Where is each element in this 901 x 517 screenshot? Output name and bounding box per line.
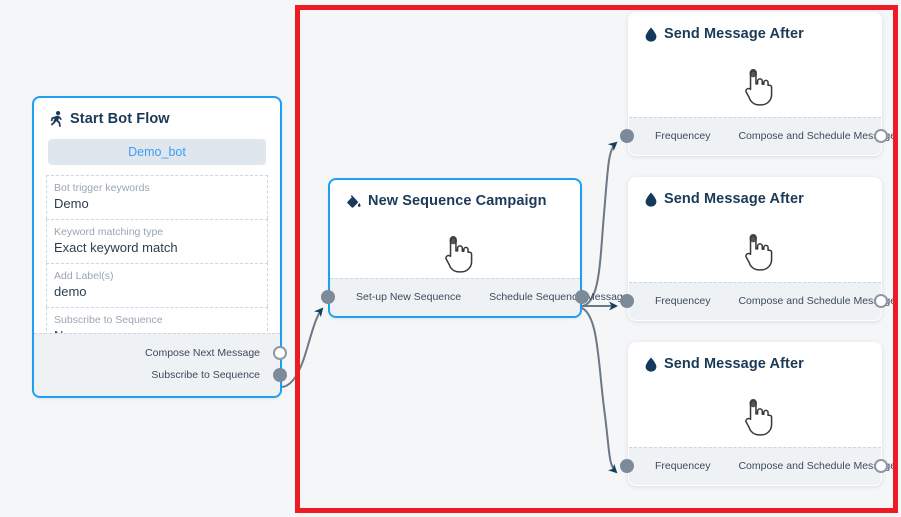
field-label: Bot trigger keywords [54, 182, 150, 194]
field-value: Exact keyword match [54, 240, 178, 255]
node-body-send-message-after [629, 380, 881, 454]
node-body-send-message-after [629, 50, 881, 124]
node-title-label: Send Message After [664, 191, 804, 207]
port-label: Compose Next Message [145, 347, 260, 359]
node-title-send-message-after: Send Message After [629, 343, 881, 380]
node-body-new-sequence-campaign [330, 217, 580, 291]
water-drop-icon [645, 357, 657, 372]
port-row-send-message[interactable]: Frequencey Compose and Schedule Message [620, 455, 896, 477]
input-port-frequencey[interactable] [620, 294, 634, 308]
output-port-label: Compose and Schedule Message [738, 295, 897, 307]
field-value: Demo [54, 196, 89, 211]
hand-cursor-icon [732, 64, 778, 110]
node-title-label: Start Bot Flow [70, 111, 170, 127]
start-bot-flow-footer: Compose Next Message Subscribe to Sequen… [34, 333, 287, 396]
edge-start-to-sequence [280, 307, 324, 388]
field-add-labels[interactable]: Add Label(s) demo [46, 263, 268, 307]
field-value: demo [54, 284, 87, 299]
node-start-bot-flow[interactable]: Start Bot Flow Demo_bot Bot trigger keyw… [32, 96, 287, 398]
input-port-label: Frequencey [655, 460, 711, 472]
field-bot-trigger-keywords[interactable]: Bot trigger keywords Demo [46, 175, 268, 219]
field-keyword-matching-type[interactable]: Keyword matching type Exact keyword matc… [46, 219, 268, 263]
input-port-label: Frequencey [655, 295, 711, 307]
node-title-send-message-after: Send Message After [629, 178, 881, 215]
send-message-after-footer: Frequencey Compose and Schedule Message [620, 117, 896, 155]
bot-name-chip[interactable]: Demo_bot [48, 139, 266, 165]
port-label: Subscribe to Sequence [151, 369, 260, 381]
node-title-label: New Sequence Campaign [368, 193, 547, 209]
port-row-send-message[interactable]: Frequencey Compose and Schedule Message [620, 290, 896, 312]
output-port-compose-and-schedule-message[interactable] [874, 129, 888, 143]
output-port-compose-next-message[interactable] [273, 346, 287, 360]
hand-cursor-icon [432, 231, 478, 277]
hand-cursor-icon [732, 394, 778, 440]
input-port-label: Set-up New Sequence [356, 291, 462, 303]
output-port-label: Compose and Schedule Message [738, 130, 897, 142]
node-body-send-message-after [629, 215, 881, 289]
output-port-label: Schedule Sequence Message [489, 291, 629, 303]
input-port-setup-new-sequence[interactable] [321, 290, 335, 304]
start-bot-flow-fields: Bot trigger keywords Demo Keyword matchi… [46, 175, 268, 352]
node-title-send-message-after: Send Message After [629, 13, 881, 50]
edge-sequence-to-card1 [581, 141, 618, 307]
send-message-after-footer: Frequencey Compose and Schedule Message [620, 282, 896, 320]
node-new-sequence-campaign[interactable]: New Sequence Campaign Set-up New Sequenc… [321, 178, 629, 318]
output-port-subscribe-to-sequence[interactable] [273, 368, 287, 382]
field-label: Keyword matching type [54, 226, 164, 238]
field-label: Subscribe to Sequence [54, 314, 163, 326]
paint-bucket-icon [346, 194, 361, 209]
node-send-message-after-3[interactable]: Send Message After Frequencey Compose an… [620, 342, 896, 486]
water-drop-icon [645, 192, 657, 207]
new-sequence-campaign-footer: Set-up New Sequence Schedule Sequence Me… [321, 278, 629, 316]
node-title-start-bot-flow: Start Bot Flow [34, 98, 280, 135]
node-send-message-after-2[interactable]: Send Message After Frequencey Compose an… [620, 177, 896, 321]
node-title-new-sequence-campaign: New Sequence Campaign [330, 180, 580, 217]
port-row-sequence[interactable]: Set-up New Sequence Schedule Sequence Me… [321, 286, 629, 308]
output-port-compose-and-schedule-message[interactable] [874, 294, 888, 308]
node-title-label: Send Message After [664, 356, 804, 372]
input-port-label: Frequencey [655, 130, 711, 142]
node-send-message-after-1[interactable]: Send Message After Frequencey Compose an… [620, 12, 896, 156]
node-title-label: Send Message After [664, 26, 804, 42]
port-row-compose-next-message[interactable]: Compose Next Message [34, 342, 287, 364]
port-row-send-message[interactable]: Frequencey Compose and Schedule Message [620, 125, 896, 147]
send-message-after-footer: Frequencey Compose and Schedule Message [620, 447, 896, 485]
port-row-subscribe-to-sequence[interactable]: Subscribe to Sequence [34, 364, 287, 386]
edge-sequence-to-card3 [581, 307, 618, 474]
output-port-schedule-sequence-message[interactable] [575, 290, 589, 304]
water-drop-icon [645, 27, 657, 42]
input-port-frequencey[interactable] [620, 459, 634, 473]
running-person-icon [50, 111, 63, 127]
field-label: Add Label(s) [54, 270, 114, 282]
hand-cursor-icon [732, 229, 778, 275]
input-port-frequencey[interactable] [620, 129, 634, 143]
output-port-compose-and-schedule-message[interactable] [874, 459, 888, 473]
output-port-label: Compose and Schedule Message [738, 460, 897, 472]
